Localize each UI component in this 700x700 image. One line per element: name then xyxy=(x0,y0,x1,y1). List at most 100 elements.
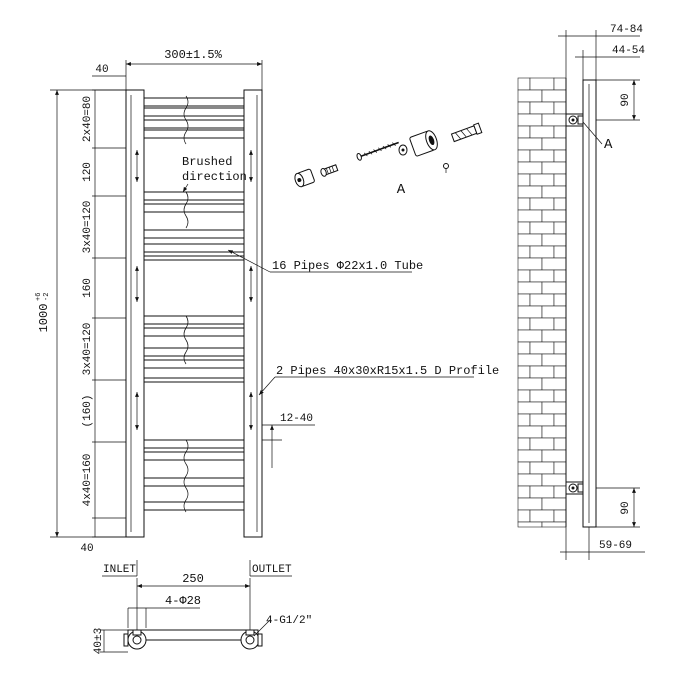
inlet-label: INLET xyxy=(103,564,136,576)
brick xyxy=(529,389,555,403)
brick xyxy=(541,137,567,151)
brick xyxy=(529,173,555,187)
tube-6 xyxy=(143,203,245,213)
brick xyxy=(529,149,555,163)
bottom-margin-dimension: 40 xyxy=(80,543,93,555)
brick xyxy=(553,101,567,115)
side-view: 74-84 44-54 90 90 A 59-69 xyxy=(517,24,645,560)
brick xyxy=(529,293,555,307)
brick xyxy=(553,197,567,211)
tube-1 xyxy=(143,97,245,107)
brick xyxy=(517,389,531,403)
left-dim-5: 3x40=120 xyxy=(82,323,94,376)
front-view: 300±1.5% 40 1000 +6 -2 2x40=80 120 3x40=… xyxy=(35,48,499,555)
left-rail xyxy=(125,89,145,538)
tube-13 xyxy=(143,439,245,449)
brick xyxy=(517,101,531,115)
brick xyxy=(553,365,567,379)
brick xyxy=(529,437,555,451)
d-profile-2 xyxy=(143,377,245,383)
brick xyxy=(517,269,531,283)
brick xyxy=(517,365,531,379)
brick xyxy=(541,305,567,319)
brick xyxy=(541,377,567,391)
brick xyxy=(553,269,567,283)
brick xyxy=(553,413,567,427)
brick xyxy=(553,173,567,187)
brick xyxy=(517,449,543,463)
top-margin-dimension: 40 xyxy=(95,64,108,76)
fixing-kit: A xyxy=(294,122,483,198)
brick xyxy=(529,341,555,355)
bottom-view: INLET OUTLET 250 4-Φ28 4-G1/2″ 40±3 xyxy=(93,560,312,654)
tube-14 xyxy=(143,451,245,461)
brick xyxy=(517,293,531,307)
height-tolerance-lower: -2 xyxy=(43,293,51,301)
brick xyxy=(553,125,567,139)
brick xyxy=(517,437,531,451)
brick xyxy=(529,221,555,235)
tube-10 xyxy=(143,327,245,337)
brick xyxy=(553,341,567,355)
brick xyxy=(541,425,567,439)
brick xyxy=(517,233,543,247)
brick xyxy=(529,485,555,499)
brick xyxy=(529,365,555,379)
brick xyxy=(517,245,531,259)
height-dimension: 1000 xyxy=(37,304,51,333)
brick xyxy=(541,113,567,127)
brick xyxy=(541,89,567,103)
left-dim-2: 120 xyxy=(82,162,94,182)
brick xyxy=(517,401,543,415)
brick xyxy=(517,173,531,187)
brick xyxy=(517,305,543,319)
brick xyxy=(541,257,567,271)
brick xyxy=(541,161,567,175)
brick xyxy=(517,257,543,271)
brick xyxy=(517,197,531,211)
brick xyxy=(517,461,531,475)
tube-7 xyxy=(143,229,245,239)
brick xyxy=(517,341,531,355)
brick xyxy=(553,389,567,403)
brick xyxy=(553,293,567,307)
brick xyxy=(517,317,531,331)
height-tolerance-upper: +6 xyxy=(35,293,43,301)
brick xyxy=(541,233,567,247)
brick xyxy=(517,209,543,223)
brick xyxy=(541,185,567,199)
offset-dimension: 12-40 xyxy=(280,413,313,425)
tube-12 xyxy=(143,359,245,369)
brick xyxy=(541,521,567,528)
brick xyxy=(517,137,543,151)
left-dim-7: 4x40=160 xyxy=(82,454,94,507)
brick xyxy=(517,497,543,511)
brick xyxy=(517,125,531,139)
fixing-detail-label: A xyxy=(397,182,406,198)
brick xyxy=(541,473,567,487)
pipes-callout: 16 Pipes Φ22x1.0 Tube xyxy=(272,259,423,273)
brick xyxy=(541,281,567,295)
bottom-side-dimension: 59-69 xyxy=(599,540,632,552)
tube-4 xyxy=(143,129,245,139)
rail-side-profile xyxy=(582,79,597,528)
brick xyxy=(529,461,555,475)
top-dimension-2: 44-54 xyxy=(612,45,645,57)
brushed-label: Brushed xyxy=(182,155,232,169)
brick xyxy=(517,89,543,103)
horizontal-tubes xyxy=(143,97,245,511)
brick xyxy=(517,161,543,175)
brick xyxy=(529,269,555,283)
depth-dimension: 40±3 xyxy=(93,628,105,654)
brick xyxy=(517,509,531,523)
centres-dimension: 250 xyxy=(182,572,204,586)
brick xyxy=(517,329,543,343)
brick xyxy=(517,425,543,439)
brick xyxy=(553,149,567,163)
brick xyxy=(529,245,555,259)
brick xyxy=(517,281,543,295)
brick xyxy=(553,317,567,331)
brick xyxy=(529,101,555,115)
brick xyxy=(553,485,567,499)
brick xyxy=(517,113,543,127)
